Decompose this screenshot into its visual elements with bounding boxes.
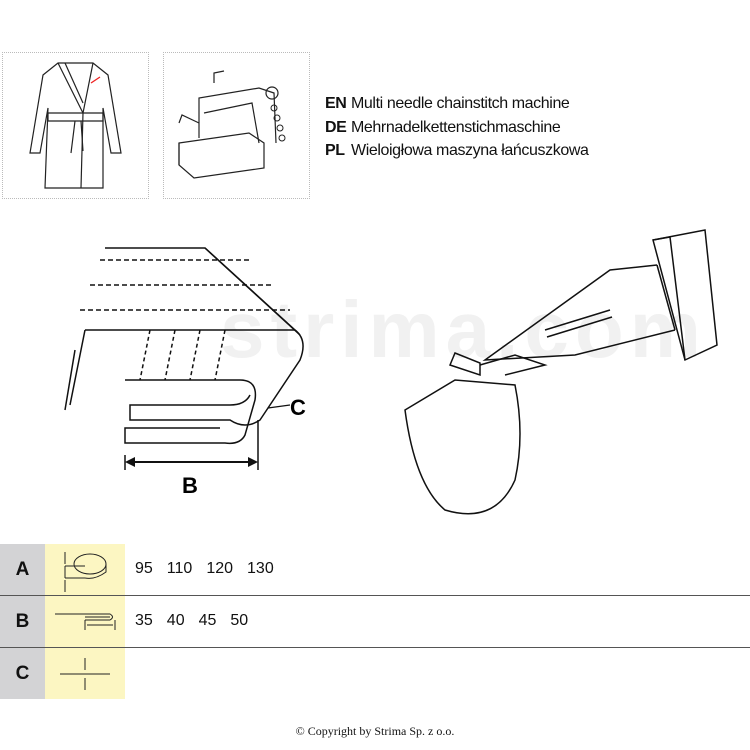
value: 110 [166, 560, 193, 577]
fold-width-icon [45, 596, 125, 647]
fold-diagram: B C [64, 247, 306, 498]
dimension-label-c: C [290, 395, 306, 420]
value: 45 [198, 612, 217, 629]
machine-name: Mehrnadelkettenstichmaschine [351, 118, 561, 136]
lang-code: EN [325, 95, 347, 112]
machine-name: Wieloigłowa maszyna łańcuszkowa [351, 142, 589, 159]
value: 35 [135, 612, 153, 629]
value: 120 [206, 560, 234, 577]
value: 40 [166, 612, 185, 629]
table-row-c: C [0, 648, 750, 699]
sewing-machine-icon [178, 70, 286, 179]
row-key: A [0, 544, 45, 595]
table-row-b: B 35 40 45 50 [0, 596, 750, 648]
robe-icon [29, 62, 122, 189]
lang-code: DE [325, 118, 347, 136]
value: 130 [247, 560, 274, 577]
garment-image [2, 52, 149, 199]
copyright: © Copyright by Strima Sp. z o.o. [295, 724, 455, 738]
dimension-label-b: B [182, 473, 198, 498]
row-key: C [0, 648, 45, 699]
machine-image [163, 52, 310, 199]
value: 95 [135, 560, 153, 577]
value: 50 [230, 612, 249, 629]
folder-attachment-drawing [404, 229, 718, 515]
machine-name-pl: PL Wieloigłowa maszyna łańcuszkowa [325, 139, 589, 163]
machine-name: Multi needle chainstitch machine [351, 95, 570, 112]
table-row-a: A 95 110 120 130 [0, 544, 750, 596]
tape-width-icon [45, 544, 125, 595]
lang-code: PL [325, 142, 345, 159]
thickness-icon [45, 648, 125, 699]
spec-table: A 95 110 120 130 B 35 40 45 50 C [0, 544, 750, 699]
row-key: B [0, 596, 45, 647]
